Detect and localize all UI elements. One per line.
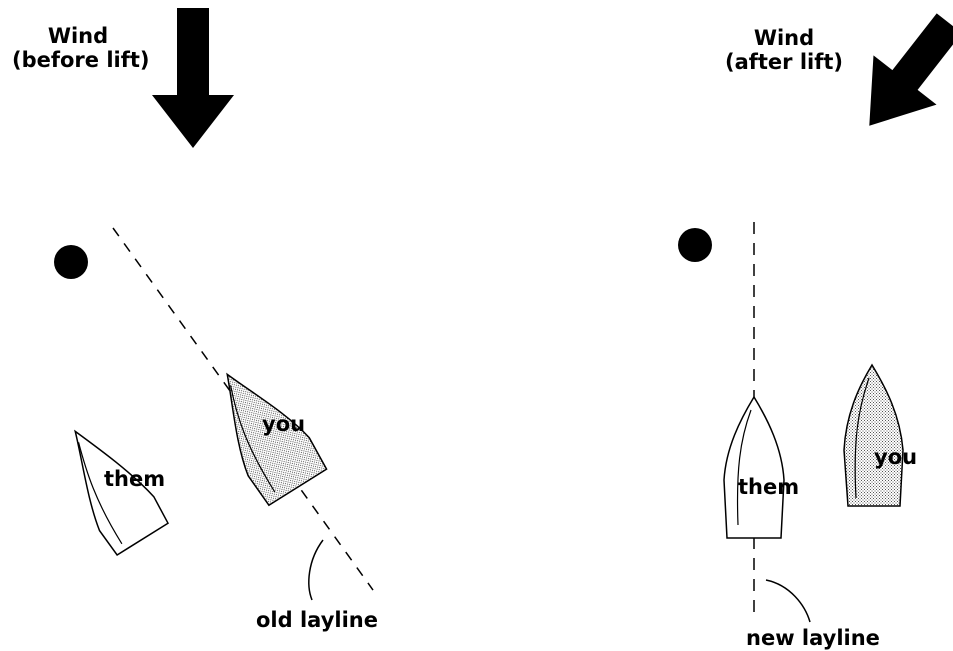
old-layline-label: old layline xyxy=(256,608,378,632)
sailboat-icon xyxy=(226,372,328,507)
mark-icon xyxy=(678,228,712,262)
sailboat-icon xyxy=(723,395,785,539)
wind-label-left-line1: Wind xyxy=(47,24,109,48)
wind-arrow-icon xyxy=(869,13,953,126)
wind-label-right-line1: Wind xyxy=(753,26,815,50)
boat-them-label-left: them xyxy=(104,467,166,491)
sailboat-icon xyxy=(74,429,169,557)
wind-label-left: Wind (before lift) xyxy=(12,24,150,72)
boat-you-label-right: you xyxy=(874,445,918,469)
boat-them-label-right: them xyxy=(738,475,800,499)
old-layline-callout xyxy=(308,539,324,601)
mark-icon xyxy=(54,245,88,279)
wind-label-left-line2: (before lift) xyxy=(12,48,150,72)
left-panel xyxy=(54,8,374,601)
new-layline-label: new layline xyxy=(746,626,880,650)
wind-label-right-line2: (after lift) xyxy=(724,50,844,74)
boat-you-label-left: you xyxy=(262,412,306,436)
wind-arrow-icon xyxy=(152,8,234,148)
new-layline-callout xyxy=(765,579,811,623)
sailboat-icon xyxy=(843,363,904,507)
wind-label-right: Wind (after lift) xyxy=(718,26,850,74)
right-panel xyxy=(678,13,953,623)
